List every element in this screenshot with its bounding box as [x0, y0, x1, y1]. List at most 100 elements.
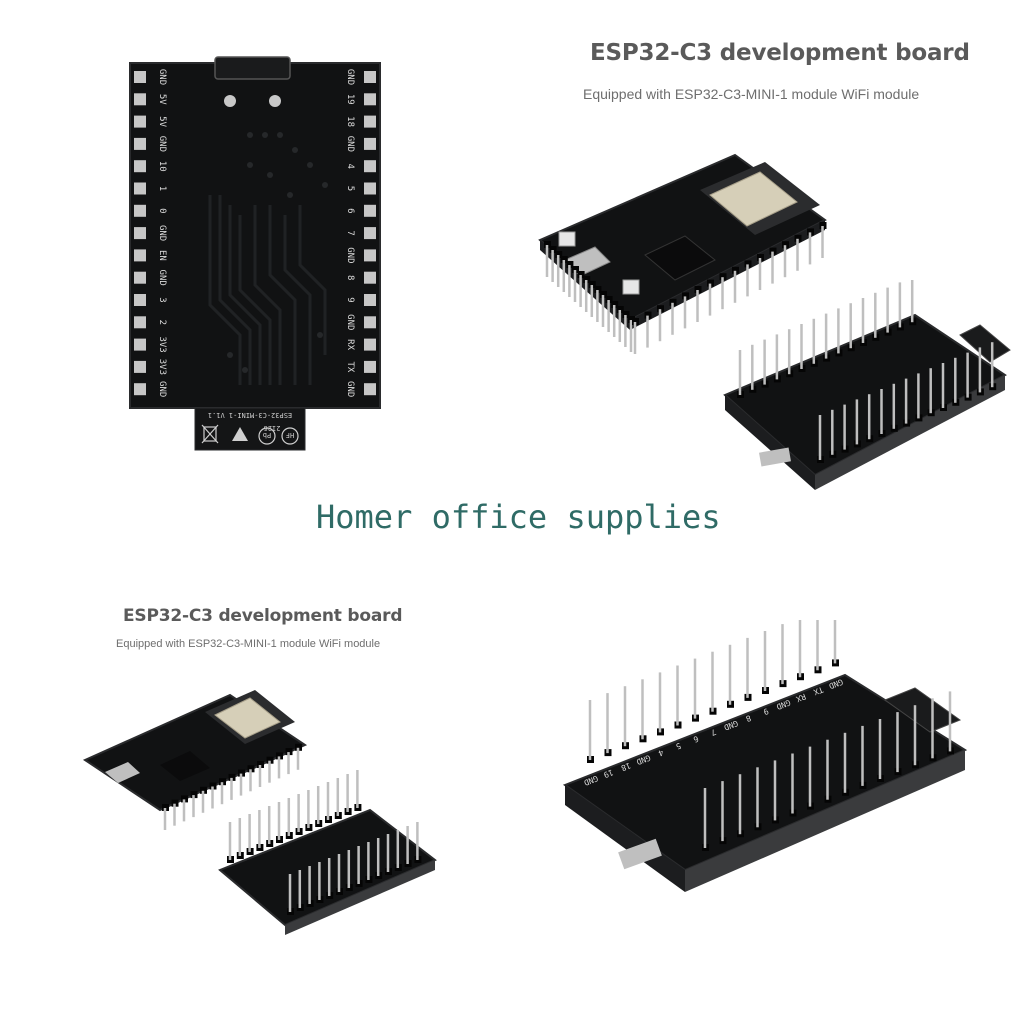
- pin-label: GND: [157, 381, 167, 397]
- pin-base: [611, 301, 619, 308]
- header-pad: [134, 338, 146, 351]
- header-pins: [737, 280, 997, 463]
- pin-base: [295, 743, 302, 751]
- pin-label: 7: [709, 727, 717, 737]
- header-pins: [162, 743, 302, 830]
- pin-label: 4: [657, 748, 665, 758]
- header-pad: [364, 294, 376, 306]
- panel-title: ESP32-C3 development board: [123, 606, 403, 626]
- pin-label: GND: [345, 247, 355, 263]
- header-pad: [364, 204, 376, 217]
- pin-label: TX: [812, 685, 824, 697]
- header-pad: [134, 93, 146, 106]
- pin-label: GND: [157, 69, 167, 85]
- pin-label: RX: [795, 692, 807, 704]
- pin-base: [577, 271, 585, 278]
- panel-subtitle: Equipped with ESP32-C3-MINI-1 module WiF…: [583, 86, 920, 102]
- header-pins: [544, 222, 827, 354]
- header-pad: [364, 383, 376, 396]
- module-tab-text: ESP32-C3-MINI-1 V1.1: [208, 411, 292, 419]
- header-pad: [364, 360, 376, 373]
- pin-label: 8: [744, 713, 752, 723]
- pin-label: 3: [157, 297, 167, 302]
- module-shield: [709, 171, 798, 227]
- pin-label: 6: [345, 208, 355, 213]
- pin-base: [732, 266, 739, 274]
- pin-label: GND: [345, 381, 355, 397]
- warning-icon: [232, 427, 248, 441]
- usb-c-port: [105, 762, 140, 783]
- usb-serial-chip: [160, 751, 210, 781]
- header-pad: [364, 316, 376, 329]
- pin-base: [276, 752, 283, 760]
- pin-label: GND: [345, 314, 355, 330]
- pin-base: [228, 773, 236, 781]
- pin-base: [266, 756, 274, 764]
- panel-subtitle: Equipped with ESP32-C3-MINI-1 module WiF…: [116, 638, 381, 650]
- pin-label: 10: [157, 161, 167, 172]
- pin-base: [622, 311, 630, 318]
- reset-button: [622, 279, 640, 295]
- header-pad: [364, 115, 376, 128]
- pin-base: [694, 286, 702, 293]
- header-pins: [587, 620, 954, 851]
- pin-label: 2: [157, 320, 167, 325]
- pin-base: [247, 765, 255, 773]
- pin-base: [605, 296, 613, 303]
- boot-button: [558, 231, 576, 247]
- header-pad: [134, 160, 146, 173]
- pin-base: [600, 291, 607, 298]
- pin-base: [190, 791, 198, 799]
- header-pad: [364, 71, 376, 83]
- header-pad: [134, 294, 146, 306]
- pin-base: [285, 748, 293, 756]
- header-pad: [134, 316, 146, 329]
- usb-serial-chip: [644, 235, 716, 281]
- svg-text:Pb: Pb: [263, 431, 271, 439]
- pin-label: 5V: [157, 94, 167, 105]
- header-pad: [134, 383, 146, 396]
- pin-label: 18: [345, 116, 355, 127]
- pin-base: [162, 804, 169, 811]
- panel-title: ESP32-C3 development board: [590, 40, 970, 66]
- pin-label: 19: [602, 768, 614, 780]
- pin-base: [757, 254, 764, 261]
- header-pad: [134, 71, 146, 83]
- pin-label: 18: [620, 761, 632, 773]
- pin-base: [588, 281, 596, 288]
- pin-base: [560, 256, 568, 263]
- pin-base: [769, 247, 777, 255]
- pin-base: [657, 305, 664, 313]
- pcb-traces: [208, 195, 327, 385]
- pin-base: [238, 769, 245, 777]
- pin-base: [644, 311, 652, 319]
- mounting-pad: [224, 95, 236, 107]
- pin-base: [719, 273, 727, 281]
- pin-label: 6: [692, 734, 700, 744]
- usb-c-port: [618, 838, 662, 870]
- pin-label: 7: [345, 230, 355, 235]
- left-header-pads: [134, 71, 146, 396]
- pin-label: RX: [345, 339, 355, 350]
- pin-base: [632, 318, 639, 325]
- header-pad: [364, 249, 376, 262]
- header-pad: [364, 137, 376, 150]
- right-header-pads: [364, 71, 376, 396]
- header-pad: [134, 227, 146, 240]
- board-pins-photo: [723, 280, 1011, 490]
- header-pins: [227, 770, 422, 915]
- pin-base: [209, 782, 217, 790]
- pin-base: [549, 246, 557, 253]
- pin-label: 9: [762, 706, 770, 716]
- header-pad: [364, 271, 376, 284]
- header-pad: [364, 182, 376, 195]
- pin-base: [219, 778, 226, 786]
- usb-port-outline: [214, 56, 291, 80]
- pin-label: 19: [345, 94, 355, 105]
- module-tab-code: 2126: [264, 424, 281, 432]
- usb-c-port: [759, 447, 791, 467]
- header-pad: [364, 160, 376, 173]
- pin-base: [682, 292, 689, 300]
